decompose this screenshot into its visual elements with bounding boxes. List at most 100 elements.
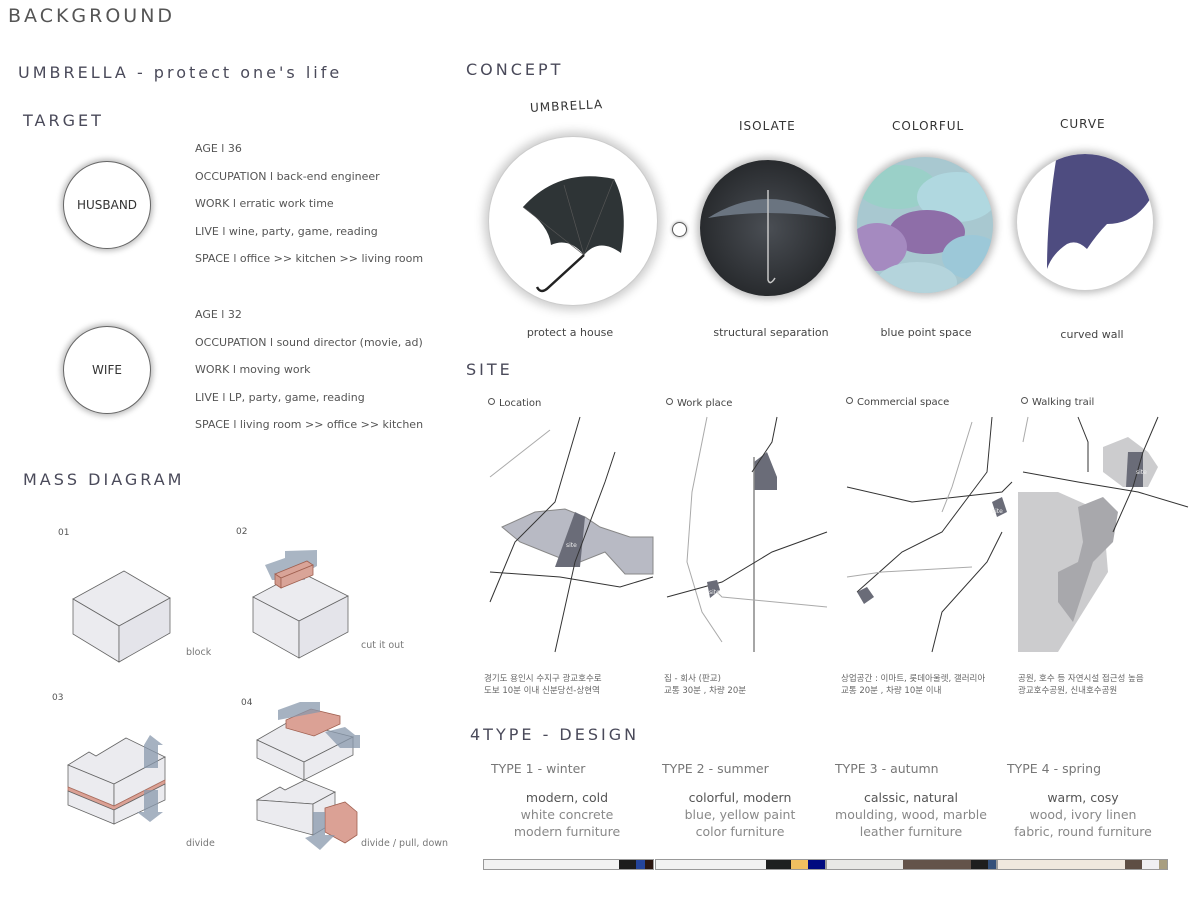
desc-line: blue, yellow paint [684, 807, 796, 822]
type-name: TYPE 3 - autumn [835, 761, 939, 776]
block-step-4 [255, 702, 360, 850]
palette-swatch [765, 860, 792, 869]
wife-live: LIVE l LP, party, game, reading [195, 390, 365, 404]
palette-bar-type-3 [826, 859, 997, 870]
type-4-description: warm, cosy wood, ivory linen fabric, round… [998, 789, 1168, 840]
step-label: block [186, 647, 212, 658]
husband-live: LIVE l wine, party, game, reading [195, 224, 378, 238]
desc-line: white concrete [520, 807, 614, 822]
desc-line: modern, cold [525, 790, 609, 805]
site-maps: site site site site [489, 416, 1189, 653]
block-step-2 [252, 550, 349, 659]
note-line: 광교호수공원, 신내호수공원 [1018, 686, 1118, 696]
husband-space: SPACE l office >> kitchen >> living room [195, 252, 424, 265]
wife-circle: WIFE [63, 326, 151, 414]
husband-work: WORK l erratic work time [195, 197, 334, 210]
note-line: 도보 10분 이내 신분당선-상현역 [484, 686, 600, 696]
husband-age: AGE l 36 [195, 142, 242, 155]
palette-bar-type-2 [655, 859, 826, 870]
isolate-image [700, 160, 836, 296]
subtitle: UMBRELLA - protect one's life [18, 63, 343, 82]
palette-swatch [808, 860, 825, 869]
step-number: 03 [52, 693, 64, 703]
step-number: 02 [236, 527, 248, 537]
desc-line: color furniture [695, 824, 785, 839]
concept-title-isolate: ISOLATE [739, 119, 796, 133]
block-step-1 [72, 570, 171, 663]
palette-bar-type-4 [997, 859, 1168, 870]
palette-swatch [998, 860, 1125, 869]
note-line: 교통 20분 , 차량 10분 이내 [841, 686, 942, 696]
site-marker: site [1136, 469, 1147, 476]
concept-caption: blue point space [880, 326, 972, 339]
concept-heading: CONCEPT [466, 60, 564, 79]
desc-line: wood, ivory linen [1029, 807, 1137, 822]
type-name: TYPE 2 - summer [662, 761, 769, 776]
step-number: 04 [241, 698, 253, 708]
concept-title-colorful: COLORFUL [892, 119, 965, 133]
note-line: 상업공간 : 이마트, 롯데아울렛, 갤러리아 [841, 674, 986, 684]
concept-caption: curved wall [1060, 328, 1124, 341]
wife-work: WORK l moving work [195, 363, 311, 376]
wife-label: WIFE [92, 363, 122, 377]
desc-line: colorful, modern [688, 790, 792, 805]
note-line: 집 - 회사 (판교) [664, 674, 721, 684]
target-heading: TARGET [23, 111, 104, 130]
map-label-walking-trail: Walking trail [1021, 397, 1094, 408]
palette-swatch [827, 860, 904, 869]
site-marker: site [992, 508, 1003, 515]
connector-circle [672, 222, 687, 237]
palette-swatch [791, 860, 809, 869]
type-1-description: modern, cold white concrete modern furnitu… [482, 789, 652, 840]
note-line: 공원, 호수 등 자연시설 접근성 높음 [1018, 674, 1144, 684]
husband-circle: HUSBAND [63, 161, 151, 249]
block-step-3 [67, 735, 166, 825]
husband-label: HUSBAND [76, 198, 138, 212]
map-walking-trail [1018, 416, 1189, 652]
palette-swatch [970, 860, 988, 869]
wife-age: AGE l 32 [195, 308, 242, 321]
mass-heading: MASS DIAGRAM [23, 470, 185, 489]
map-label-commercial-space: Commercial space [846, 397, 949, 408]
palette-swatch [619, 860, 637, 869]
map-label-work-place: Work place [666, 398, 732, 409]
note-line: 교통 30분 , 차량 20분 [664, 686, 747, 696]
type-name: TYPE 1 - winter [491, 761, 586, 776]
concept-caption: protect a house [526, 326, 614, 339]
palette-swatch [1141, 860, 1159, 869]
map-location [489, 416, 654, 653]
palette-swatch [636, 860, 645, 869]
step-label: divide [186, 838, 215, 849]
colorful-image [857, 157, 993, 293]
site-heading: SITE [466, 360, 513, 379]
map-label-location: Location [488, 398, 541, 409]
wife-space: SPACE l living room >> office >> kitchen [195, 418, 424, 431]
desc-line: modern furniture [513, 824, 621, 839]
desc-line: fabric, round furniture [1014, 824, 1152, 839]
concept-title-umbrella: UMBRELLA [529, 97, 604, 115]
mass-diagram-drawings [67, 550, 360, 850]
wife-occupation: OCCUPATION l sound director (movie, ad) [195, 335, 423, 349]
type-2-description: colorful, modern blue, yellow paint color … [655, 789, 825, 840]
palette-swatch [644, 860, 654, 869]
concept-title-curve: CURVE [1060, 117, 1106, 131]
type-name: TYPE 4 - spring [1007, 761, 1102, 776]
palette-swatch [1124, 860, 1142, 869]
concept-caption: structural separation [713, 326, 829, 339]
palette-swatch [484, 860, 620, 869]
desc-line: calssic, natural [863, 790, 958, 805]
page-title: BACKGROUND [8, 5, 176, 27]
curve-image [1017, 154, 1153, 290]
desc-line: warm, cosy [1047, 790, 1119, 805]
design-heading: 4TYPE - DESIGN [470, 725, 640, 744]
palette-bar-type-1 [483, 859, 654, 870]
wife-info: AGE l 32 OCCUPATION l sound director (mo… [195, 308, 423, 446]
palette-swatch [1158, 860, 1168, 869]
step-number: 01 [58, 528, 70, 538]
desc-line: leather furniture [859, 824, 963, 839]
husband-occupation: OCCUPATION l back-end engineer [195, 169, 380, 183]
site-marker: site [709, 589, 720, 596]
